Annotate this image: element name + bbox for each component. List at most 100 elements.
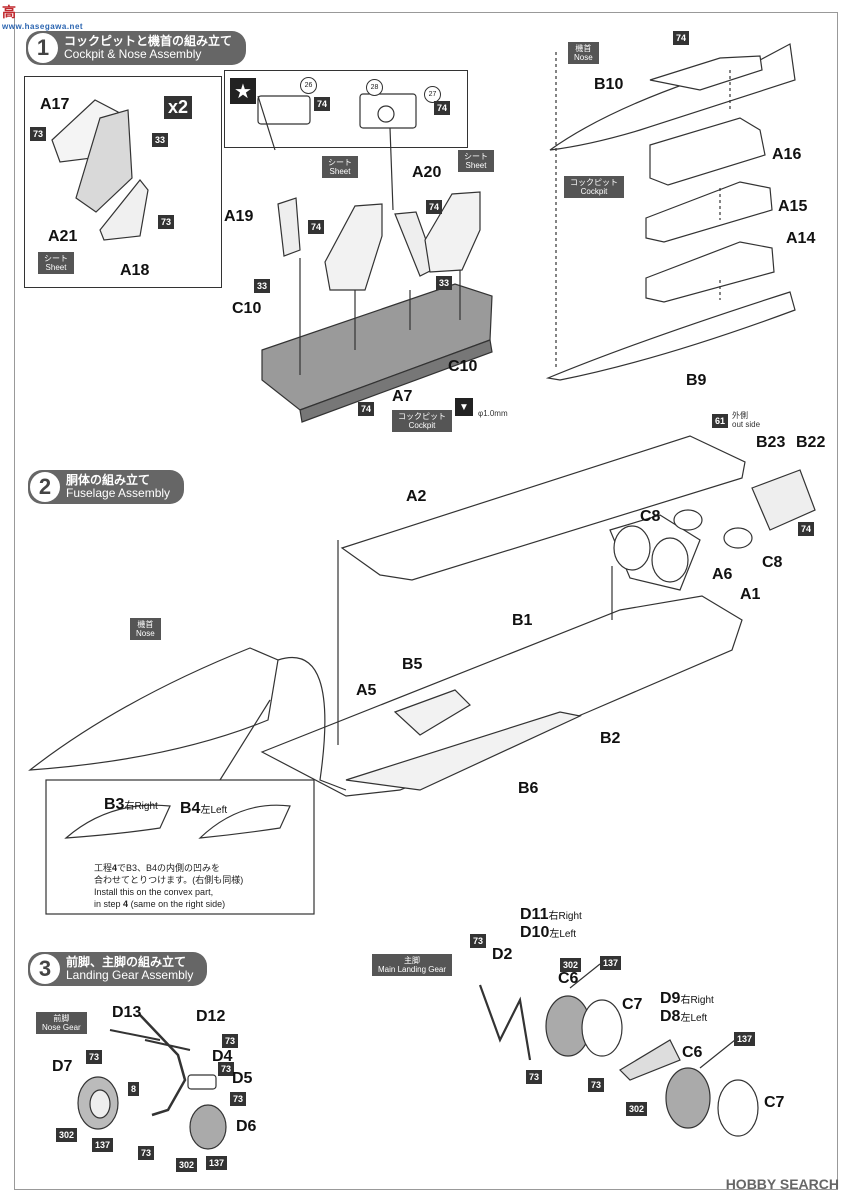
part-c6: C6 — [558, 970, 579, 987]
part-a19: A19 — [224, 208, 254, 225]
part-a1: A1 — [740, 586, 761, 603]
step-2-number: 2 — [30, 472, 60, 502]
part-a18: A18 — [120, 262, 150, 279]
color-26-ring: 26 — [300, 77, 317, 94]
part-b22: B22 — [796, 434, 826, 451]
color-73-badge: 73 — [588, 1078, 605, 1092]
multiplier-badge: x2 — [164, 96, 193, 119]
step-3-title: 3 前脚、主脚の組み立て Landing Gear Assembly — [28, 952, 208, 986]
color-137-badge: 137 — [206, 1156, 228, 1170]
step-1-title-jp: コックピットと機首の組み立て — [64, 33, 233, 48]
part-a7: A7 — [392, 388, 413, 405]
part-b23: B23 — [756, 434, 786, 451]
color-73-badge: 73 — [138, 1146, 155, 1160]
color-33-badge: 33 — [152, 133, 169, 147]
part-b3: B3右Right — [104, 796, 158, 813]
part-a14: A14 — [786, 230, 816, 247]
color-137-badge: 137 — [734, 1032, 756, 1046]
part-c8: C8 — [762, 554, 783, 571]
part-c10: C10 — [448, 358, 478, 375]
color-27-ring: 27 — [424, 86, 441, 103]
color-73-badge: 73 — [218, 1062, 235, 1076]
color-74-badge: 74 — [673, 31, 690, 45]
color-73-badge: 73 — [230, 1092, 247, 1106]
color-61-badge: 61 — [712, 414, 729, 428]
color-73-badge: 73 — [222, 1034, 239, 1048]
star-icon: ★ — [230, 78, 256, 104]
part-a5: A5 — [356, 682, 377, 699]
color-73-badge: 73 — [526, 1070, 543, 1084]
color-302-badge: 302 — [626, 1102, 648, 1116]
color-73-badge: 73 — [30, 127, 47, 141]
color-74-badge: 74 — [798, 522, 815, 536]
step-1-title-en: Cockpit & Nose Assembly — [64, 47, 202, 61]
part-d9: D9右Right — [660, 990, 714, 1007]
step-3-number: 3 — [30, 954, 60, 984]
step-3-title-en: Landing Gear Assembly — [66, 968, 194, 982]
color-137-badge: 137 — [600, 956, 622, 970]
part-b6: B6 — [518, 780, 539, 797]
part-a15: A15 — [778, 198, 808, 215]
part-d11: D11右Right — [520, 906, 582, 923]
step-1-title: 1 コックピットと機首の組み立て Cockpit & Nose Assembly — [26, 31, 247, 65]
watermark-bottom: HOBBY SEARCH — [725, 1176, 839, 1192]
part-a16: A16 — [772, 146, 802, 163]
color-73-badge: 73 — [470, 934, 487, 948]
step-2-title-en: Fuselage Assembly — [66, 486, 171, 500]
part-b5: B5 — [402, 656, 423, 673]
color-137-badge: 137 — [92, 1138, 114, 1152]
part-a6: A6 — [712, 566, 733, 583]
watermark-top: 高 www.hasegawa.net — [2, 4, 84, 31]
color-33-badge: 33 — [254, 279, 271, 293]
step-2-note: 工程4でB3、B4の内側の凹みを 合わせてとりつけます。(右側も同様) Inst… — [94, 863, 244, 910]
drill-icon: ▼ — [455, 398, 473, 416]
part-c10: C10 — [232, 300, 262, 317]
step-1-number: 1 — [28, 33, 58, 63]
part-d4: D4 — [212, 1048, 233, 1065]
color-73-badge: 73 — [158, 215, 175, 229]
part-d7: D7 — [52, 1058, 73, 1075]
panel-detail-box — [224, 70, 468, 148]
part-b1: B1 — [512, 612, 533, 629]
color-74-badge: 74 — [426, 200, 443, 214]
step-2-title: 2 胴体の組み立て Fuselage Assembly — [28, 470, 185, 504]
part-c8: C8 — [640, 508, 661, 525]
part-d2: D2 — [492, 946, 513, 963]
color-73-badge: 73 — [86, 1050, 103, 1064]
part-a17: A17 — [40, 96, 70, 113]
part-c6: C6 — [682, 1044, 703, 1061]
color-302-badge: 302 — [56, 1128, 78, 1142]
color-302-badge: 302 — [560, 958, 582, 972]
color-74-badge: 74 — [358, 402, 375, 416]
part-d13: D13 — [112, 1004, 142, 1021]
step-2-title-jp: 胴体の組み立て — [66, 472, 151, 487]
color-28-ring: 28 — [366, 79, 383, 96]
part-b10: B10 — [594, 76, 624, 93]
page-frame — [14, 12, 838, 1190]
color-74-badge: 74 — [314, 97, 331, 111]
part-d5: D5 — [232, 1070, 253, 1087]
part-d8: D8左Left — [660, 1008, 708, 1025]
seat-detail-box — [24, 76, 222, 288]
part-d10: D10左Left — [520, 924, 577, 941]
part-c7: C7 — [622, 996, 643, 1013]
part-b4: B4左Left — [180, 800, 228, 817]
part-a20: A20 — [412, 164, 442, 181]
part-c7: C7 — [764, 1094, 785, 1111]
part-a21: A21 — [48, 228, 78, 245]
part-b9: B9 — [686, 372, 707, 389]
color-8-badge: 8 — [128, 1082, 140, 1096]
color-74-badge: 74 — [434, 101, 451, 115]
